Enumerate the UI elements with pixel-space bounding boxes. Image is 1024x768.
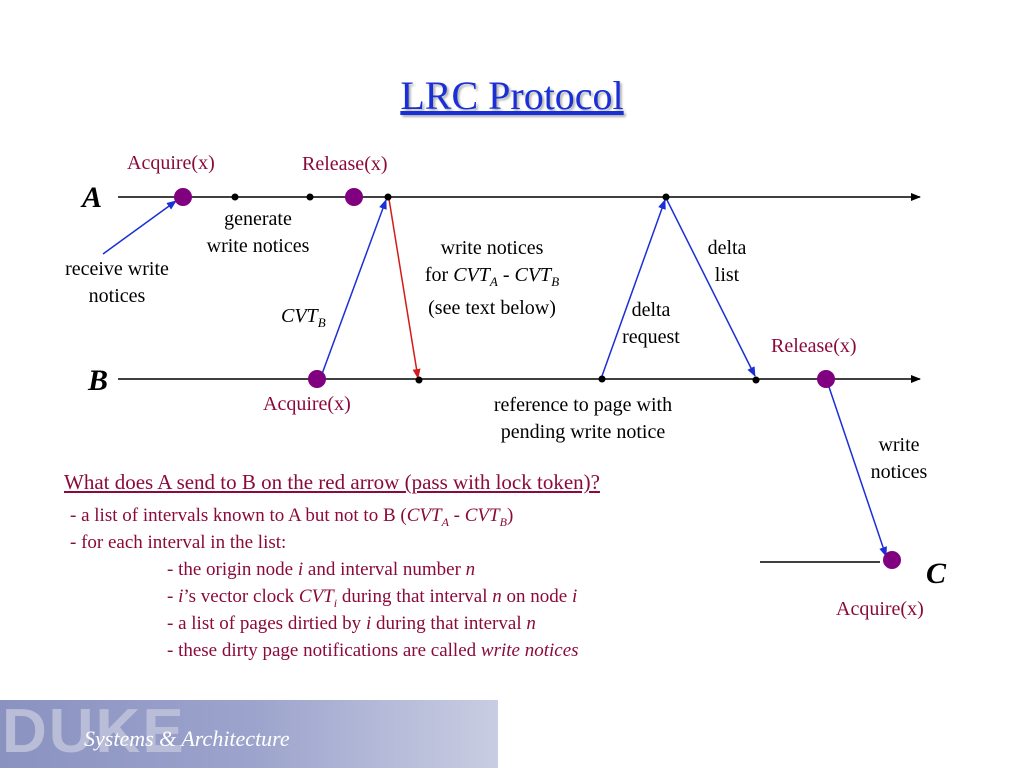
answer-1-cvt-a: CVT xyxy=(406,505,442,526)
generate-line-2: write notices xyxy=(206,235,310,257)
answer-line-6: - these dirty page notifications are cal… xyxy=(167,637,579,664)
footer-subtitle: Systems & Architecture xyxy=(84,726,290,751)
wn-sub-b: B xyxy=(551,274,560,289)
red-arrow-question: What does A send to B on the red arrow (… xyxy=(64,470,600,494)
event-dot xyxy=(306,193,314,201)
event-dot xyxy=(752,376,760,384)
delta-list-line-2: list xyxy=(714,264,740,286)
acquire-b-label: Acquire(x) xyxy=(263,393,351,415)
event-dot xyxy=(415,376,423,384)
arrow-write-notices-red xyxy=(388,198,421,379)
delta-req-line-2: request xyxy=(622,326,680,348)
release-b-label: Release(x) xyxy=(771,335,857,357)
wn-sub-a: A xyxy=(489,274,498,289)
delta-list-line-1: delta xyxy=(707,237,747,259)
footer-banner: DUKE Systems & Architecture xyxy=(0,697,498,768)
answer-5-i: i xyxy=(365,613,372,634)
answer-line-1: - a list of intervals known to A but not… xyxy=(70,502,513,536)
event-dot xyxy=(384,193,392,201)
delta-req-line-1: delta xyxy=(631,299,671,321)
write-notices-c-line-1: write xyxy=(878,434,920,456)
arrow-delta-request xyxy=(601,199,666,377)
receive-line-2: notices xyxy=(88,285,146,307)
receive-write-notices-label: receive write notices xyxy=(54,256,180,310)
wn-line-1: write notices xyxy=(440,237,544,259)
acquire-c-event xyxy=(883,551,901,569)
release-b-event xyxy=(817,370,835,388)
process-c-label: C xyxy=(926,557,947,590)
wn-cvt-b: CVT xyxy=(514,264,552,286)
answer-4-pre: - xyxy=(167,586,179,607)
delta-list-label: delta list xyxy=(696,235,758,289)
slide-title: LRC Protocol xyxy=(400,73,624,118)
answer-line-2: - for each interval in the list: xyxy=(70,532,287,553)
answer-4-i2: i xyxy=(571,586,578,607)
release-a-event xyxy=(345,188,363,206)
answer-5-pre: - a list of pages dirtied by xyxy=(167,613,366,634)
reference-line-2: pending write notice xyxy=(500,421,666,443)
arrow-delta-list xyxy=(666,199,756,377)
cvt-b-main: CVT xyxy=(281,305,318,327)
answer-3-i: i xyxy=(297,559,304,580)
answer-4-mid1: ’s vector clock xyxy=(183,586,299,607)
release-a-label: Release(x) xyxy=(302,153,388,175)
event-dot xyxy=(231,193,239,201)
answer-3-pre: - the origin node xyxy=(167,559,298,580)
answer-4-sub-i: i xyxy=(333,595,338,610)
cvt-b-sub: B xyxy=(317,315,326,330)
answer-4-cvt: CVT xyxy=(298,586,334,607)
answer-line-5: - a list of pages dirtied by i during th… xyxy=(167,610,536,637)
generate-write-notices-label: generate write notices xyxy=(198,206,318,260)
cvt-b-label: CVTB xyxy=(281,303,326,336)
answer-6-pre: - these dirty page notifications are cal… xyxy=(167,640,481,661)
answer-1-pre: - a list of intervals known to A but not… xyxy=(70,505,407,526)
wn-for: for xyxy=(424,264,449,286)
answer-6-em: write notices xyxy=(480,640,579,661)
event-dot xyxy=(662,193,670,201)
arrow-write-notices-c xyxy=(827,383,887,557)
wn-dash: - xyxy=(502,264,510,286)
acquire-c-label: Acquire(x) xyxy=(836,598,924,620)
receive-line-1: receive write xyxy=(65,258,169,280)
answer-4-mid3: on node xyxy=(501,586,572,607)
generate-line-1: generate xyxy=(224,208,292,230)
answer-1-dash: - xyxy=(448,505,465,526)
delta-request-label: delta request xyxy=(612,297,690,351)
answer-4-i: i xyxy=(178,586,184,607)
answer-line-3: - the origin node i and interval number … xyxy=(167,556,475,583)
answer-3-mid: and interval number xyxy=(303,559,466,580)
reference-line-1: reference to page with xyxy=(493,394,673,416)
answer-4-n: n xyxy=(492,586,502,607)
answer-1-cvt-b: CVT xyxy=(464,505,500,526)
process-a-label: A xyxy=(82,181,103,214)
acquire-b-event xyxy=(308,370,326,388)
answer-5-mid: during that interval xyxy=(371,613,527,634)
answer-4-mid2: during that interval xyxy=(337,586,493,607)
answer-1-post: ) xyxy=(506,505,514,526)
arrow-cvt-b xyxy=(321,199,387,375)
wn-line-3: (see text below) xyxy=(428,297,556,319)
arrow-receive-write-notices xyxy=(102,200,177,255)
wn-cvt-a: CVT xyxy=(453,264,490,286)
acquire-a-event xyxy=(174,188,192,206)
answer-1-sub-a: A xyxy=(441,514,449,529)
process-b-label: B xyxy=(88,364,109,397)
duke-logo: DUKE xyxy=(2,697,186,766)
answer-5-n: n xyxy=(526,613,536,634)
write-notices-c-label: write notices xyxy=(862,432,936,486)
write-notices-cvt-label: write notices for CVTA - CVTB (see text … xyxy=(412,235,572,322)
answer-3-n: n xyxy=(465,559,476,580)
reference-label: reference to page with pending write not… xyxy=(478,392,688,446)
answer-line-4: - i’s vector clock CVTi during that inte… xyxy=(167,583,577,617)
write-notices-c-line-2: notices xyxy=(870,461,928,483)
answer-1-sub-b: B xyxy=(499,514,507,529)
event-dot xyxy=(598,375,606,383)
acquire-a-label: Acquire(x) xyxy=(127,152,215,174)
